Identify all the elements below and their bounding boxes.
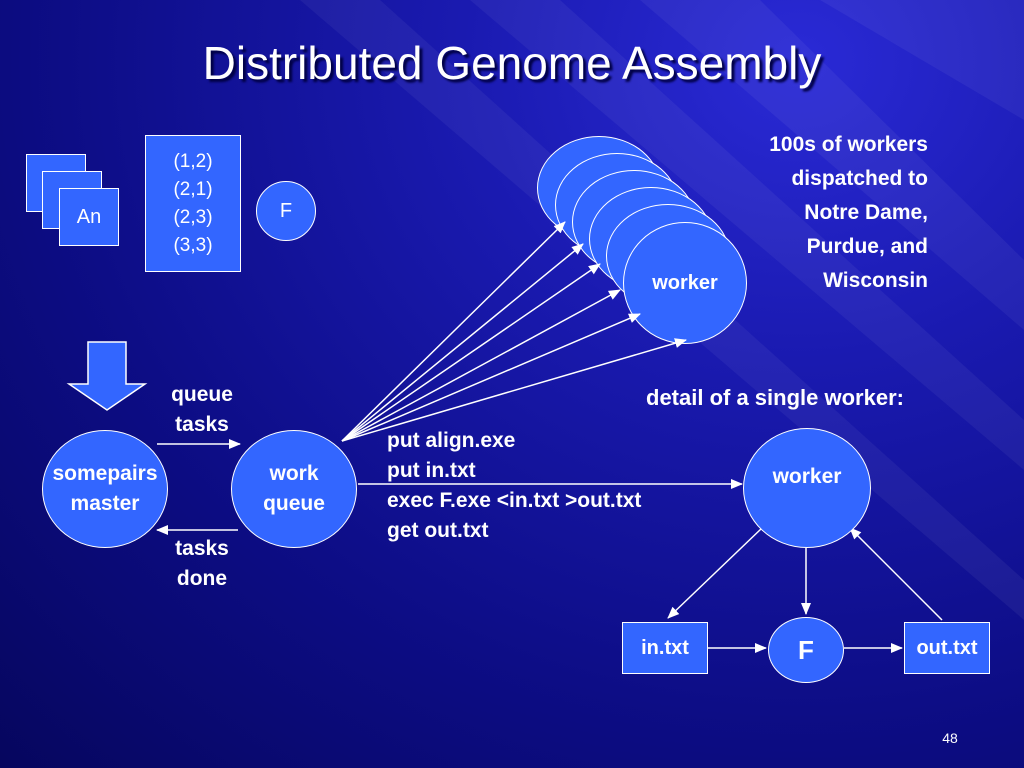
command-line: put in.txt: [387, 459, 476, 482]
work-queue-circle: work queue: [231, 430, 357, 548]
single-worker-circle: worker: [743, 428, 871, 548]
in-file-box: in.txt: [622, 622, 708, 674]
in-file-label: in.txt: [641, 636, 689, 659]
file-card-front: An: [59, 188, 119, 246]
slide-title: Distributed Genome Assembly: [202, 37, 822, 89]
dispatch-note-line: Wisconsin: [823, 269, 928, 292]
pair-item: (1,2): [173, 150, 213, 172]
single-worker-label: worker: [772, 465, 842, 488]
dispatch-note-line: Purdue, and: [806, 235, 928, 258]
pairs-box: (1,2) (2,1) (2,3) (3,3): [145, 135, 241, 272]
work-queue-line: work: [269, 462, 319, 485]
tasks-done-line: tasks: [175, 537, 229, 560]
file-card-front-label: An: [76, 205, 102, 228]
page-number: 48: [942, 730, 958, 746]
master-line: master: [70, 492, 140, 515]
command-line: put align.exe: [387, 429, 516, 452]
queue-tasks-line: queue: [171, 383, 233, 406]
queue-tasks-line: tasks: [175, 413, 229, 436]
command-list: put align.exe put in.txt exec F.exe <in.…: [387, 426, 717, 546]
worker-stack-label: worker: [652, 271, 718, 294]
dispatch-note-line: dispatched to: [791, 167, 928, 190]
queue-tasks-label: queue tasks: [150, 380, 254, 440]
master-circle: somepairs master: [42, 430, 168, 548]
worker-stack-front: worker: [623, 222, 747, 344]
function-circle: F: [256, 181, 316, 241]
f-label: F: [798, 634, 814, 665]
dispatch-note-line: Notre Dame,: [804, 201, 928, 224]
out-file-label: out.txt: [916, 636, 978, 659]
dispatch-note-line: 100s of workers: [769, 133, 928, 156]
dispatch-note: 100s of workers dispatched to Notre Dame…: [660, 128, 928, 298]
out-file-box: out.txt: [904, 622, 990, 674]
function-label: F: [279, 199, 293, 222]
command-line: exec F.exe <in.txt >out.txt: [387, 489, 642, 512]
pair-item: (2,3): [173, 206, 213, 228]
pair-item: (3,3): [173, 234, 213, 256]
pair-item: (2,1): [173, 178, 213, 200]
master-line: somepairs: [52, 462, 158, 485]
f-circle: F: [768, 617, 844, 683]
command-line: get out.txt: [387, 519, 489, 542]
tasks-done-label: tasks done: [150, 534, 254, 594]
detail-heading: detail of a single worker:: [646, 385, 904, 410]
tasks-done-line: done: [176, 567, 228, 590]
work-queue-line: queue: [263, 492, 325, 515]
